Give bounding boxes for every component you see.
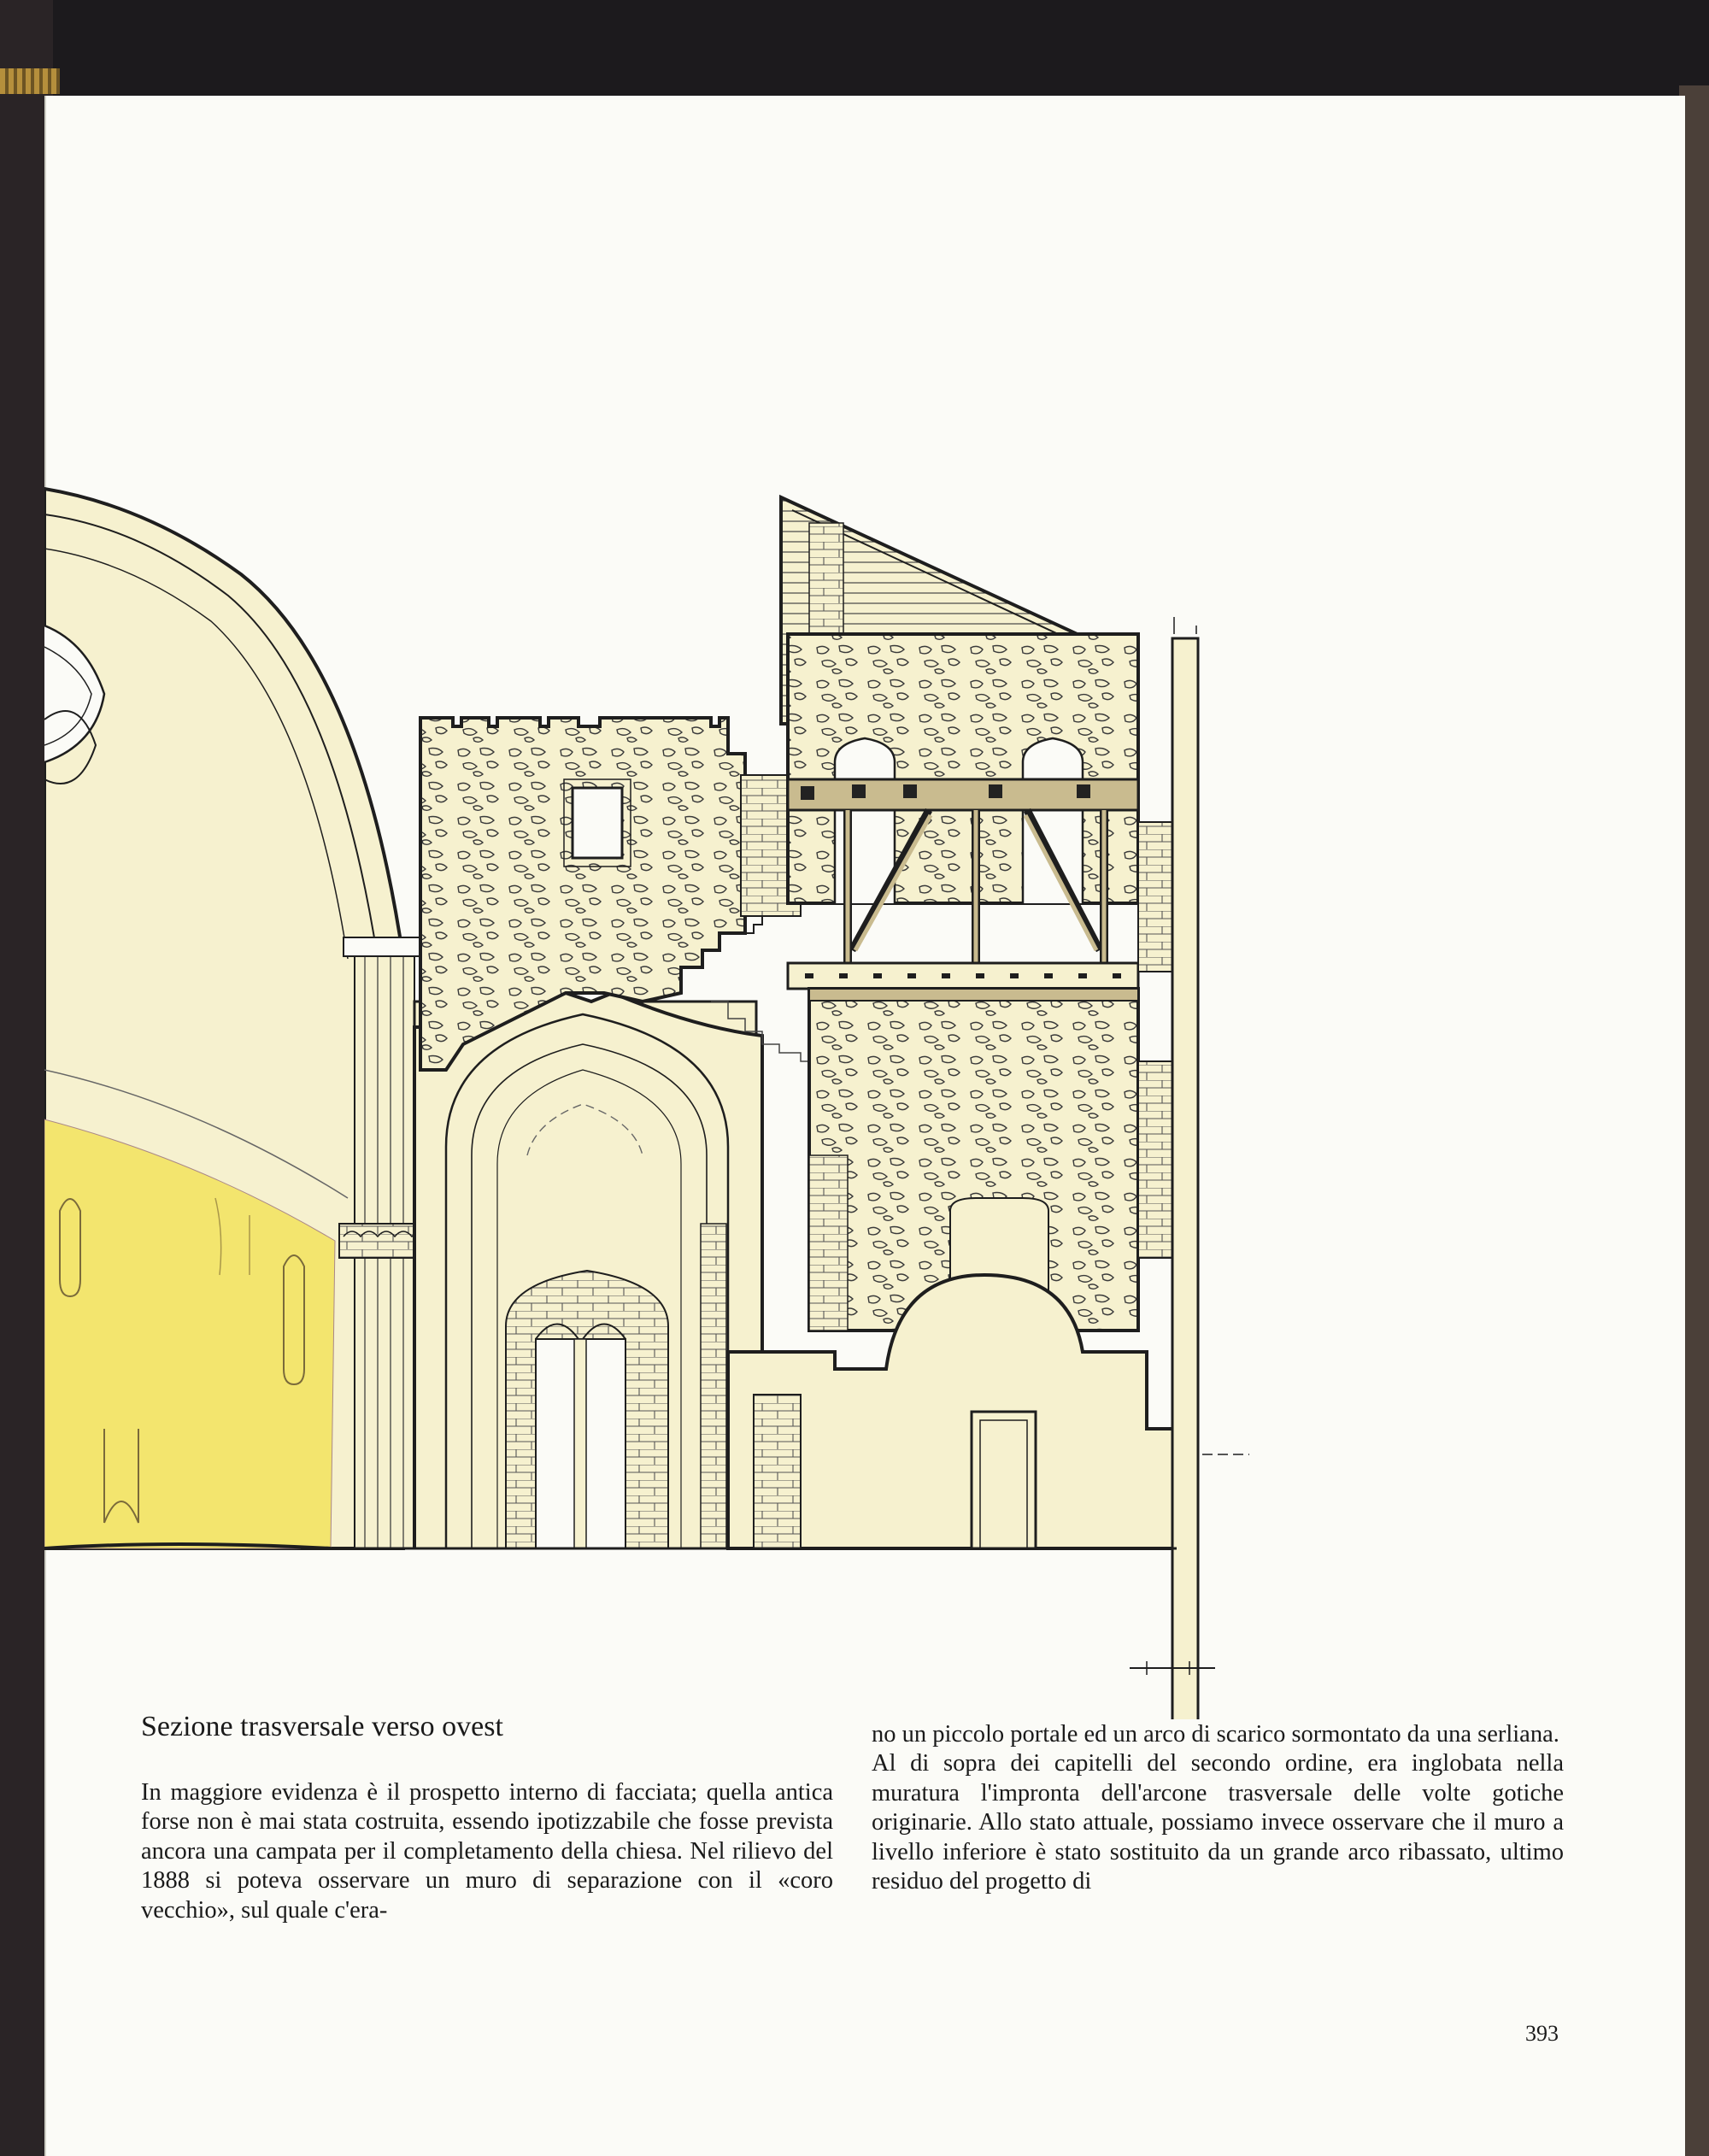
text-column-right: no un piccolo portale ed un arco di scar… — [872, 1720, 1564, 1896]
ruined-wall — [419, 716, 747, 1072]
tower — [779, 494, 1199, 1332]
compound-pillar — [338, 937, 434, 1549]
page-number: 393 — [1525, 2021, 1559, 2046]
exterior-wall — [301, 617, 1249, 1719]
section-drawing — [44, 486, 1249, 1719]
text-column-left: In maggiore evidenza è il prospetto inte… — [141, 1778, 833, 1925]
gothic-chapel — [413, 990, 764, 1550]
paragraph: In maggiore evidenza è il prospetto inte… — [141, 1779, 833, 1924]
section-heading: Sezione trasversale verso ovest — [141, 1711, 503, 1742]
paragraph: no un piccolo portale ed un arco di scar… — [872, 1721, 1559, 1748]
scan-background — [0, 0, 1709, 98]
paragraph: Al di sopra dei capitelli del secondo or… — [872, 1750, 1564, 1895]
yellow-apse — [44, 1119, 336, 1550]
spine-gilding — [0, 68, 60, 94]
